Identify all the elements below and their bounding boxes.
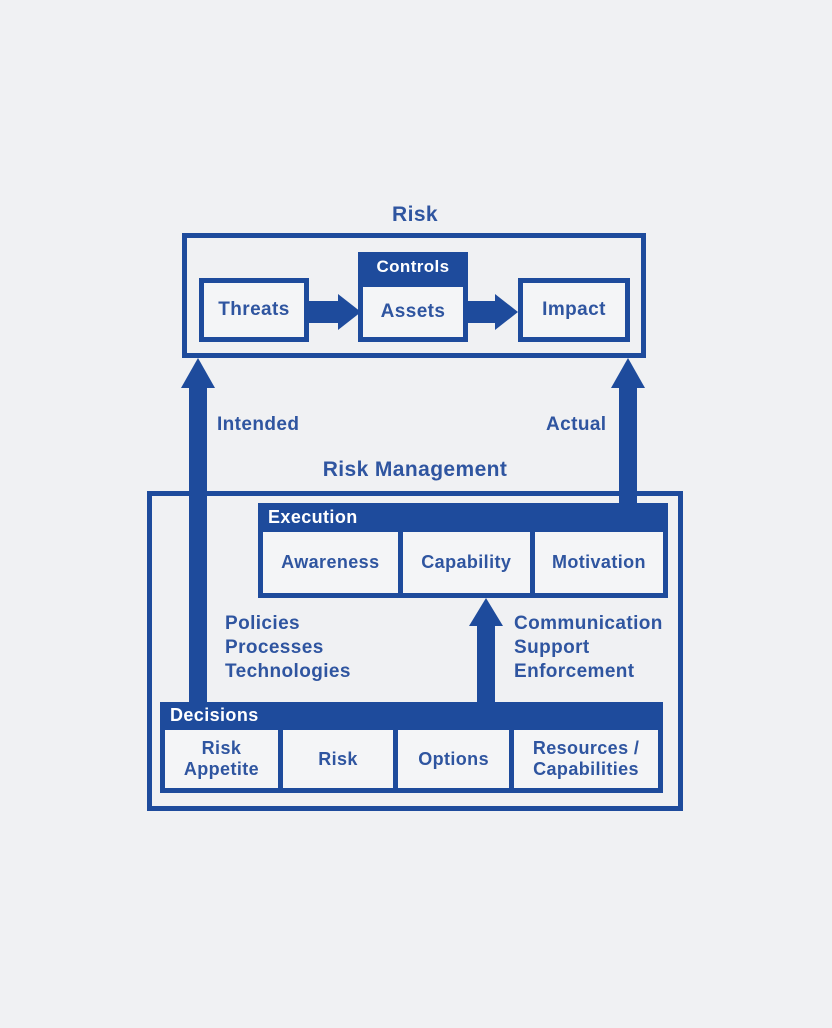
risk-management-container-box [147,491,683,811]
enforcement-label: Enforcement [514,661,635,682]
assets-box: Assets [358,282,468,342]
arrow-head-up-icon [469,598,503,626]
actual-label: Actual [546,414,607,435]
threats-box: Threats [199,278,309,342]
arrow-head-up-icon [611,358,645,388]
arrow-shaft [619,387,637,505]
technologies-label: Technologies [225,661,351,682]
arrow-shaft [465,301,495,323]
controls-header: Controls [358,252,468,282]
processes-label: Processes [225,637,324,658]
arrow-shaft [308,301,338,323]
awareness-cell: Awareness [263,532,398,593]
risk-container-box [182,233,646,358]
execution-cells: Awareness Capability Motivation [263,532,663,593]
execution-inputs-left: Policies Processes Technologies [225,612,351,684]
capability-cell: Capability [402,532,530,593]
communication-label: Communication [514,613,663,634]
arrow-head-right-icon [338,294,361,330]
risk-title: Risk [392,203,438,226]
support-label: Support [514,637,590,658]
options-cell: Options [398,730,510,788]
execution-inputs-right: Communication Support Enforcement [514,612,663,684]
risk-cell: Risk [282,730,394,788]
impact-box: Impact [518,278,630,342]
decisions-block: Decisions Risk Appetite Risk Options Res… [160,702,663,793]
decisions-title: Decisions [170,705,259,725]
arrow-shaft [189,387,207,705]
execution-block: Execution Awareness Capability Motivatio… [258,503,668,598]
resources-capabilities-cell: Resources / Capabilities [514,730,658,788]
arrow-head-up-icon [181,358,215,388]
risk-appetite-cell: Risk Appetite [165,730,278,788]
arrow-shaft [477,625,495,705]
motivation-cell: Motivation [534,532,663,593]
decisions-cells: Risk Appetite Risk Options Resources / C… [165,730,658,788]
risk-management-title: Risk Management [322,458,508,481]
policies-label: Policies [225,613,301,634]
execution-title: Execution [268,507,358,527]
arrow-head-right-icon [495,294,518,330]
intended-label: Intended [217,414,300,435]
